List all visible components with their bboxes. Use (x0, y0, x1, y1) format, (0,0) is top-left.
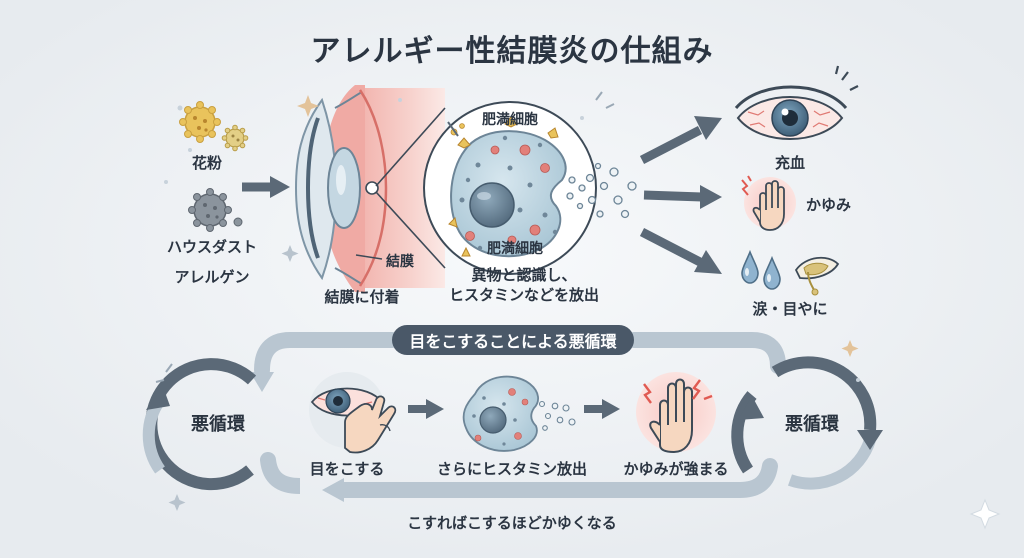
label-cycle-left: 悪循環 (191, 414, 245, 435)
red-eye-icon (734, 65, 859, 140)
discharge-icon (794, 256, 840, 296)
label-pollen: 花粉 (191, 154, 223, 172)
step-arrow-2-head (602, 399, 620, 419)
tear-drops-icon (741, 249, 781, 290)
label-mast-cell-bottom: 肥満細胞 (487, 241, 543, 257)
label-allergen: アレルゲン (174, 268, 250, 286)
label-itch: かゆみ (806, 196, 852, 214)
itchy-hand-icon (741, 175, 796, 231)
label-mast-cell-desc2: ヒスタミンなどを放出 (448, 286, 600, 304)
allergen-arrow-head (270, 176, 290, 198)
cycle-loop-head-left (250, 372, 274, 392)
sparkle-icon (297, 95, 859, 357)
label-step-itch: かゆみが強まる (623, 460, 729, 478)
mast-cell-small-icon (462, 375, 576, 452)
symptom-arrows (639, 116, 722, 274)
sparkle-grey-icon (168, 245, 1001, 530)
label-step-rub: 目をこする (309, 460, 385, 478)
cycle-arrow-left (142, 358, 257, 491)
page-title: アレルギー性結膜炎の仕組み (310, 34, 714, 69)
dust-icon (188, 188, 243, 232)
decor-rays (155, 91, 615, 383)
label-mast-cell-top: 肥満細胞 (482, 112, 538, 128)
eye-cross-section (294, 85, 446, 292)
histamine-particles (566, 162, 637, 219)
pollen-icon (179, 101, 249, 152)
label-house-dust: ハウスダスト (166, 238, 258, 256)
label-redness: 充血 (774, 154, 806, 172)
cycle-arrow-right (731, 356, 883, 490)
itchy-hand-large-icon (636, 372, 716, 454)
label-tears: 涙・目やに (752, 300, 828, 318)
label-step-histamine: さらにヒスタミン放出 (436, 460, 588, 478)
label-mast-cell-desc1: 異物と認識し、 (471, 266, 577, 284)
label-conjunctiva: 結膜 (386, 254, 414, 270)
cycle-banner: 目をこすることによる悪循環 (392, 325, 634, 355)
label-attach: 結膜に付着 (324, 288, 400, 306)
decor-dots (164, 98, 860, 382)
cycle-loop (254, 332, 786, 498)
step-arrow-1-head (426, 399, 444, 419)
rubbing-eye-icon (309, 372, 397, 454)
mast-cell-icon (423, 101, 597, 275)
label-cycle-right: 悪循環 (785, 414, 839, 435)
label-cycle-bottom: こすればこするほどかゆくなる (407, 514, 617, 532)
cycle-loop-head (322, 478, 344, 502)
